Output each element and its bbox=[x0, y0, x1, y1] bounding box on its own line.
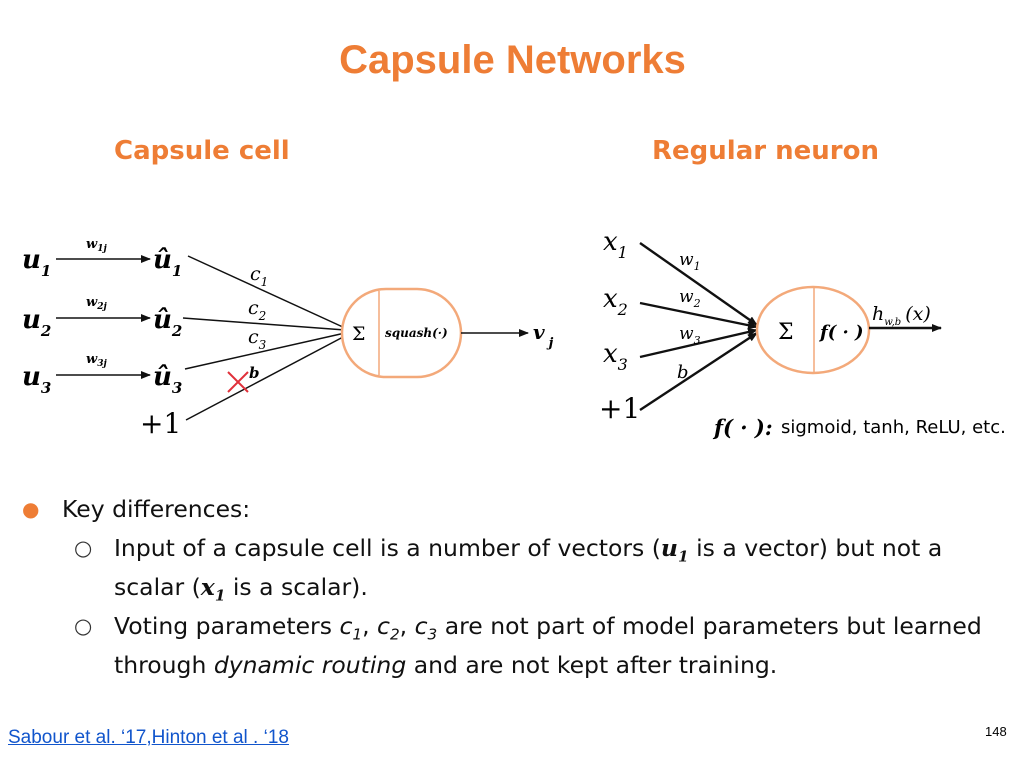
capsule-edge-3 bbox=[184, 332, 346, 370]
capsule-weight-w3j: w3j bbox=[86, 352, 107, 369]
capsule-prediction-u1: û1 bbox=[153, 245, 182, 280]
neuron-legend-text: sigmoid, tanh, ReLU, etc. bbox=[781, 417, 1006, 438]
regular-neuron-heading: Regular neuron bbox=[652, 136, 879, 166]
neuron-input-x1: x1 bbox=[603, 227, 628, 262]
capsule-diagram: u1 u2 u3 w1j w2j w3j û1 û2 û3 +1 c1 c2 c… bbox=[22, 237, 554, 440]
capsule-bias-input: +1 bbox=[140, 407, 181, 440]
neuron-weight-w1: w1 bbox=[679, 250, 701, 273]
neuron-bias-input: +1 bbox=[599, 392, 640, 425]
neuron-input-x2: x2 bbox=[603, 284, 628, 319]
capsule-coupling-c2: c2 bbox=[248, 297, 266, 323]
neuron-edge-1 bbox=[639, 242, 758, 326]
bullet-key-differences: ● Key differences: bbox=[18, 490, 1008, 529]
capsule-prediction-u2: û2 bbox=[153, 305, 182, 340]
neuron-output-label: hw,b(x) bbox=[872, 303, 931, 328]
diagrams: u1 u2 u3 w1j w2j w3j û1 û2 û3 +1 c1 c2 c… bbox=[22, 227, 1006, 440]
bullet-ring-icon: ○ bbox=[74, 536, 93, 560]
bullet-dot-icon: ● bbox=[22, 497, 40, 521]
neuron-input-x3: x3 bbox=[603, 339, 628, 374]
neuron-weight-w3: w3 bbox=[679, 324, 701, 347]
page-number: 148 bbox=[985, 724, 1007, 739]
capsule-edge-bias bbox=[185, 335, 346, 421]
capsule-weight-w1j: w1j bbox=[86, 237, 107, 254]
bullet-ring-icon: ○ bbox=[74, 614, 93, 638]
capsule-input-u2: u2 bbox=[22, 305, 51, 340]
capsule-sum-symbol: Σ bbox=[352, 323, 365, 345]
slide-title: Capsule Networks bbox=[339, 38, 686, 82]
neuron-weight-w2: w2 bbox=[679, 287, 701, 310]
capsule-cell-heading: Capsule cell bbox=[114, 136, 290, 166]
neuron-bias-label: b bbox=[677, 362, 689, 383]
reference-link-sabour[interactable]: Sabour et al. ‘17 bbox=[8, 727, 147, 748]
capsule-squash-function: squash(·) bbox=[385, 326, 448, 340]
capsule-input-u3: u3 bbox=[22, 362, 51, 397]
key-differences: ● Key differences: ○ Input of a capsule … bbox=[18, 490, 1008, 685]
neuron-edge-3 bbox=[639, 328, 758, 359]
capsule-input-u1: u1 bbox=[22, 245, 51, 280]
reference-link-hinton[interactable]: Hinton et al . ‘18 bbox=[151, 727, 289, 748]
bias-removed-cross-icon bbox=[227, 371, 249, 393]
neuron-legend-function: f( · ): bbox=[712, 415, 773, 440]
sub-bullet-input: ○ Input of a capsule cell is a number of… bbox=[18, 529, 1008, 607]
capsule-edge-1 bbox=[187, 255, 346, 329]
capsule-coupling-c1: c1 bbox=[250, 263, 268, 289]
neuron-body bbox=[755, 285, 871, 375]
capsule-edge-2 bbox=[182, 317, 346, 331]
neuron-edge-bias bbox=[639, 331, 758, 412]
references: Sabour et al. ‘17,Hinton et al . ‘18 bbox=[8, 727, 289, 748]
sub-bullet-voting: ○ Voting parameters c1, c2, c3 are not p… bbox=[18, 607, 1008, 685]
neuron-sum-symbol: Σ bbox=[778, 320, 794, 345]
neuron-edge-2 bbox=[639, 301, 758, 330]
neuron-activation-function: f( · ) bbox=[818, 322, 864, 343]
capsule-prediction-u3: û3 bbox=[153, 362, 182, 397]
neuron-diagram: x1 x2 x3 +1 w1 w2 w3 b Σ f( · ) hw,b(x) … bbox=[599, 227, 1006, 440]
capsule-bias-label: b bbox=[249, 364, 260, 382]
capsule-coupling-c3: c3 bbox=[248, 326, 267, 352]
capsule-weight-w2j: w2j bbox=[86, 295, 107, 312]
